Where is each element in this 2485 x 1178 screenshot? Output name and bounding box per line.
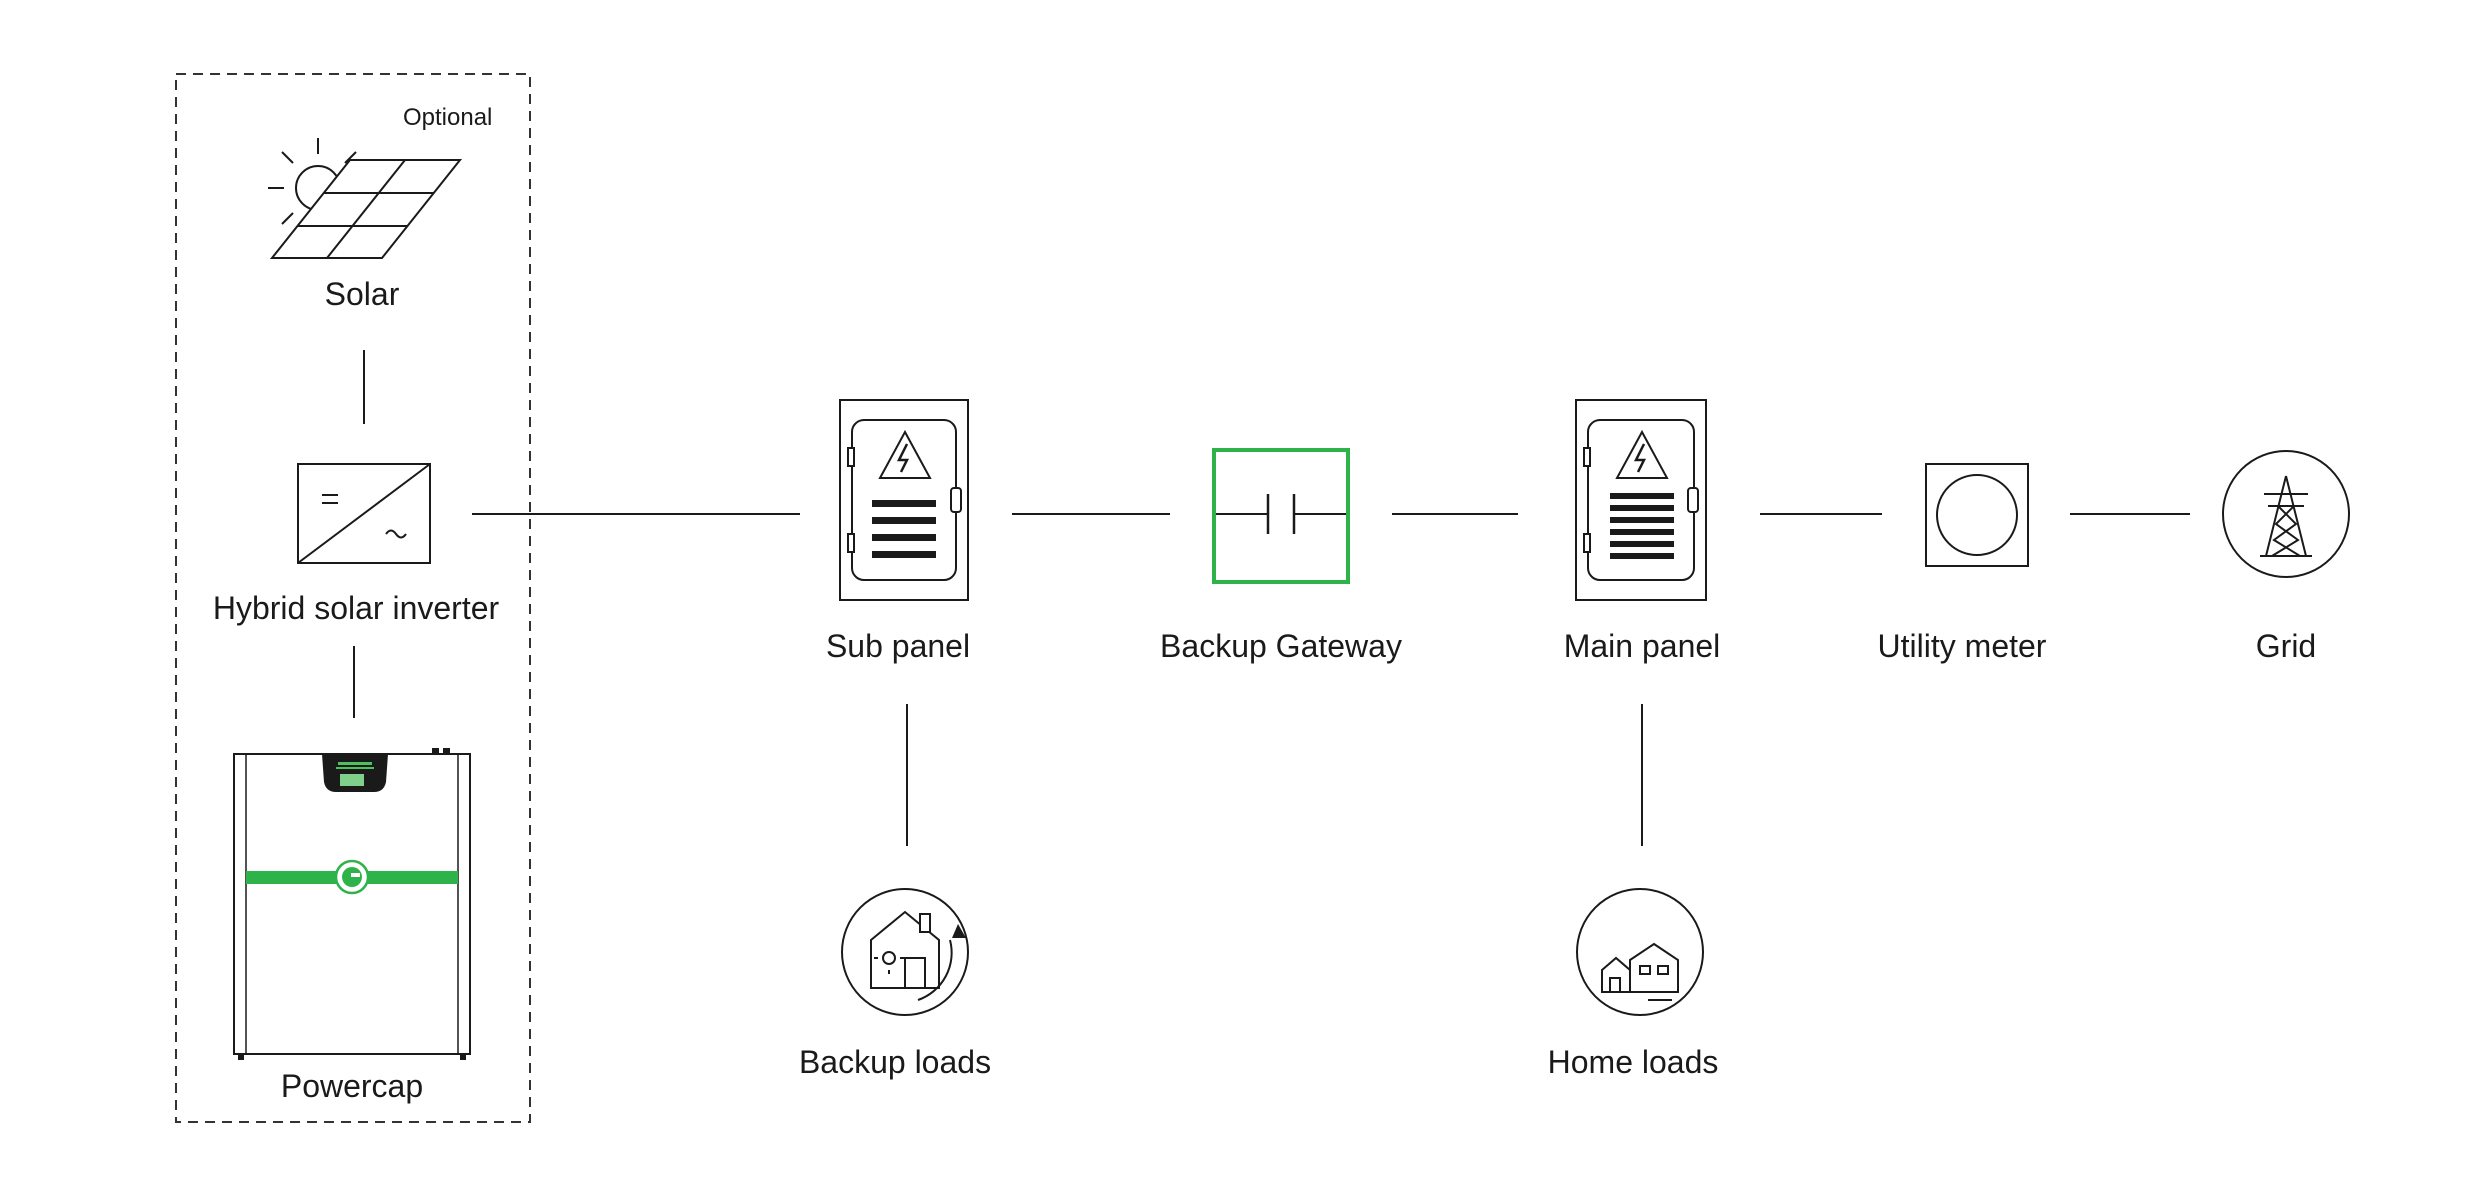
home-loads-label: Home loads <box>1547 1044 1719 1080</box>
backup-loads-label: Backup loads <box>798 1044 992 1080</box>
solar-panel-icon <box>268 138 463 259</box>
grid-label: Grid <box>2255 628 2317 664</box>
backup-house-icon <box>841 888 969 1016</box>
powercap-label: Powercap <box>280 1068 424 1104</box>
main-panel-label: Main panel <box>1563 628 1721 664</box>
utility-meter-label: Utility meter <box>1877 628 2047 664</box>
sub-panel-label: Sub panel <box>825 628 971 664</box>
sub-panel-breakers <box>872 500 936 558</box>
inverter-icon <box>297 463 431 564</box>
optional-group-border <box>175 73 531 1123</box>
battery-unit-icon <box>233 748 471 1060</box>
main-panel-icon <box>1575 399 1707 601</box>
inverter-label: Hybrid solar inverter <box>212 590 500 626</box>
backup-gateway-label: Backup Gateway <box>1160 628 1402 664</box>
gateway-icon <box>1212 448 1350 584</box>
transmission-tower-icon <box>2222 450 2350 578</box>
main-panel-breakers <box>1610 493 1674 559</box>
houses-icon <box>1576 888 1704 1016</box>
optional-label: Optional <box>403 104 493 131</box>
connectors <box>353 350 2190 846</box>
solar-label: Solar <box>324 276 400 312</box>
meter-icon <box>1925 463 2029 567</box>
